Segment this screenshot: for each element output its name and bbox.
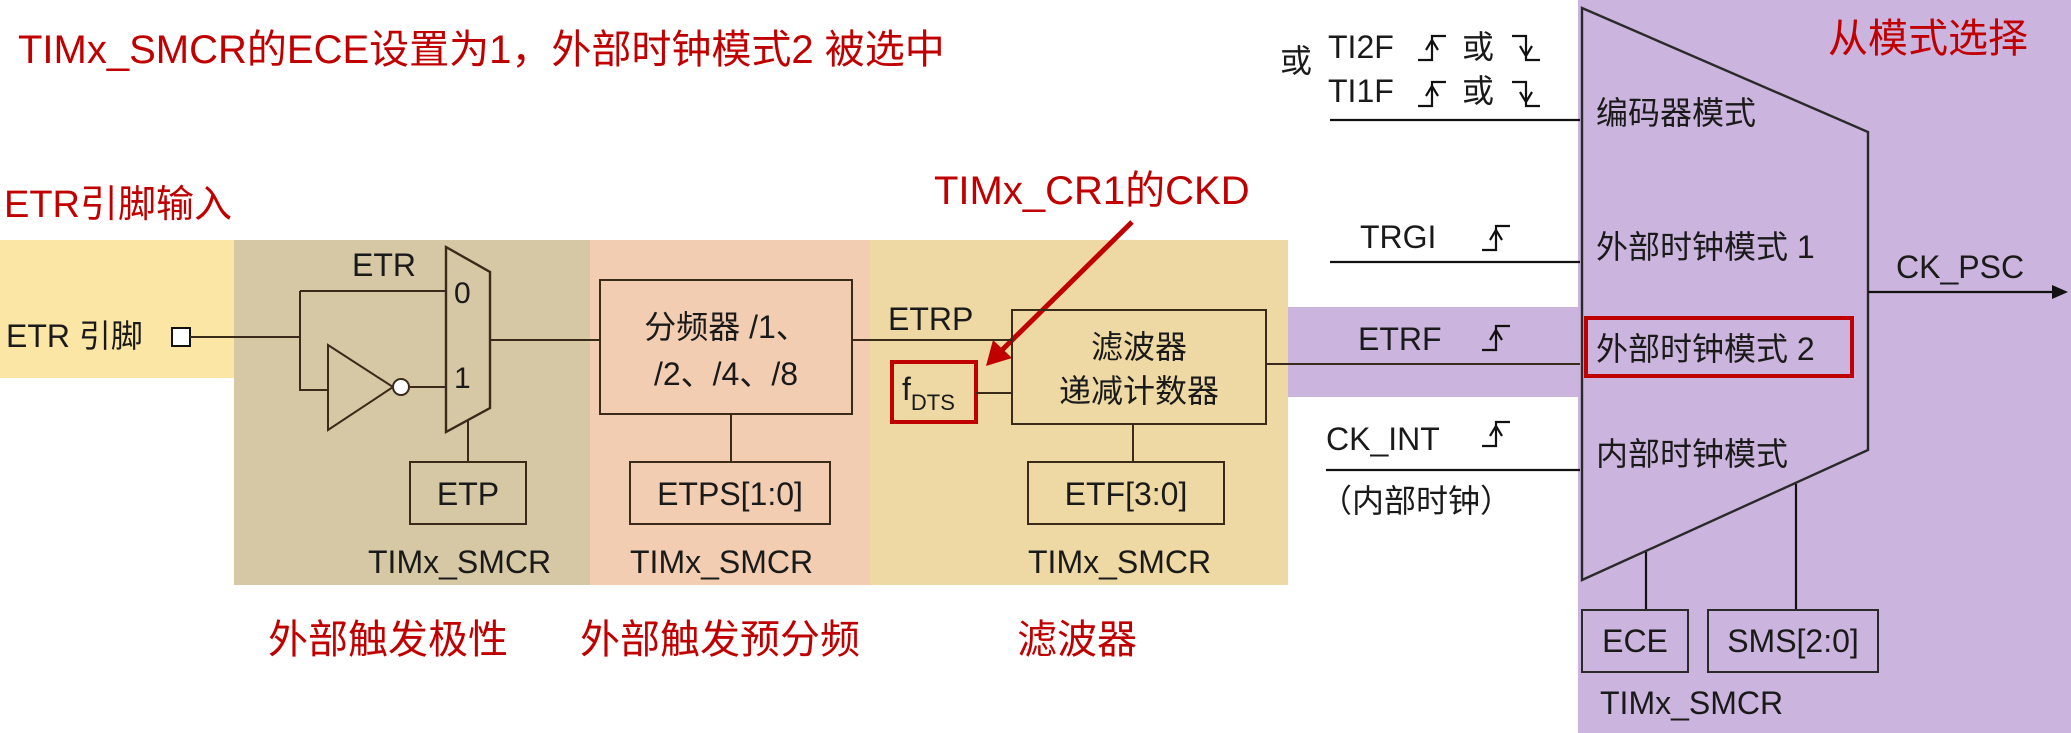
prescaler-line1: 分频器 /1、: [644, 309, 808, 345]
etps-box: [629, 461, 831, 525]
filter-line2: 递减计数器: [1059, 373, 1219, 409]
inverter-triangle: [327, 343, 395, 432]
mux-shape: [444, 244, 492, 435]
or-prefix: 或: [1280, 43, 1312, 79]
ece-box: [1581, 609, 1689, 673]
etrf-rising-edge-icon: [1482, 324, 1510, 352]
ckd-arrow-head: [986, 340, 1012, 366]
mode-encoder: 编码器模式: [1596, 95, 1756, 131]
trgi-label: TRGI: [1360, 219, 1436, 255]
ti2f-or: 或: [1462, 29, 1494, 65]
filter-line1: 滤波器: [1091, 329, 1187, 365]
sms-box: [1707, 609, 1879, 673]
slave-mode-reg-name: TIMx_SMCR: [1600, 685, 1783, 721]
etps-label: ETPS[1:0]: [657, 476, 803, 512]
etr-pin-label: ETR 引脚: [6, 318, 143, 354]
ti1f-label: TI1F: [1328, 73, 1394, 109]
trgi-rising-edge-icon: [1482, 224, 1510, 252]
ck-int-label: CK_INT: [1326, 421, 1440, 457]
filter-box: [1011, 309, 1267, 425]
ckd-annotation: TIMx_CR1的CKD: [934, 169, 1250, 213]
etp-box: [409, 461, 527, 525]
ti2f-falling-edge-icon: [1512, 34, 1540, 62]
mux-in0-label: 0: [454, 277, 471, 310]
ckd-arrow-line: [998, 220, 1134, 354]
ck-int-rising-edge-icon: [1482, 420, 1510, 448]
ti1f-rising-edge-icon: [1418, 80, 1446, 108]
filter-caption: 滤波器: [1017, 618, 1137, 662]
etr-pin-square: [171, 327, 191, 347]
ti1f-or: 或: [1462, 73, 1494, 109]
polarity-caption: 外部触发极性: [268, 618, 508, 662]
mode-internal: 内部时钟模式: [1596, 436, 1788, 472]
ti1f-falling-arrow-icon: [1519, 91, 1533, 105]
fdts-label: fDTS: [902, 371, 955, 415]
etr-pin-input-annotation: ETR引脚输入: [4, 184, 232, 226]
etrf-rising-arrow-icon: [1489, 327, 1503, 341]
mode-external-2-highlight: [1584, 316, 1854, 378]
prescaler-line2: /2、/4、/8: [654, 356, 798, 392]
etf-label: ETF[3:0]: [1065, 476, 1188, 512]
prescaler-box: [599, 279, 853, 415]
inverter-bubble: [392, 378, 410, 396]
etrp-label: ETRP: [888, 301, 973, 337]
trgi-rising-arrow-icon: [1489, 227, 1503, 241]
prescaler-band: [590, 240, 870, 585]
mode-external-1: 外部时钟模式 1: [1596, 229, 1815, 265]
etp-label: ETP: [437, 476, 499, 512]
prescaler-caption: 外部触发预分频: [580, 618, 860, 662]
mode-external-2: 外部时钟模式 2: [1596, 331, 1815, 367]
ck-int-rising-arrow-icon: [1489, 423, 1503, 437]
etf-box: [1027, 461, 1225, 525]
polarity-reg-name: TIMx_SMCR: [368, 544, 551, 580]
ti1f-rising-arrow-icon: [1425, 83, 1439, 97]
ti2f-falling-arrow-icon: [1519, 45, 1533, 59]
ti1f-falling-edge-icon: [1512, 80, 1540, 108]
filter-band: [870, 240, 1288, 585]
filter-reg-name: TIMx_SMCR: [1028, 544, 1211, 580]
ece-label: ECE: [1602, 623, 1668, 659]
title-annotation: TIMx_SMCR的ECE设置为1，外部时钟模式2 被选中: [18, 28, 945, 72]
ti2f-rising-edge-icon: [1418, 34, 1446, 62]
ti2f-label: TI2F: [1328, 29, 1394, 65]
etrf-band: [1288, 307, 1580, 397]
ck-psc-label: CK_PSC: [1896, 249, 2024, 285]
prescaler-reg-name: TIMx_SMCR: [630, 544, 813, 580]
mux-in1-label: 1: [454, 362, 471, 395]
slave-mode-selector-shape: [1580, 6, 1870, 582]
ck-psc-arrow-icon: [2052, 285, 2068, 299]
etr-input-band: [0, 240, 234, 378]
internal-clock-label: （内部时钟）: [1320, 483, 1512, 519]
slave-mode-title: 从模式选择: [1828, 17, 2028, 61]
sms-label: SMS[2:0]: [1727, 623, 1859, 659]
ti2f-rising-arrow-icon: [1425, 37, 1439, 51]
mux-label: ETR: [352, 247, 416, 283]
etrf-label: ETRF: [1358, 321, 1442, 357]
polarity-band: [234, 240, 590, 585]
